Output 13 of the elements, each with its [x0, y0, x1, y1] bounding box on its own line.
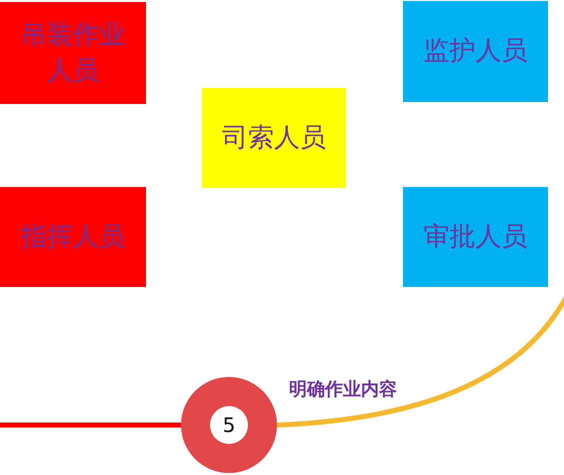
role-label: 吊装作业人员: [20, 18, 126, 88]
step-label: 明确作业内容: [289, 378, 397, 401]
role-box: [403, 187, 548, 287]
connector-line: [0, 422, 181, 428]
role-box: [0, 187, 146, 287]
step-number: 5: [210, 406, 248, 444]
role-label: 指挥人员: [21, 220, 125, 254]
role-label: 审批人员: [424, 220, 528, 254]
role-box: [0, 2, 146, 104]
role-box: [202, 88, 346, 188]
role-label: 司索人员: [222, 122, 326, 155]
role-box: [403, 1, 548, 102]
role-label: 监护人员: [424, 35, 528, 68]
